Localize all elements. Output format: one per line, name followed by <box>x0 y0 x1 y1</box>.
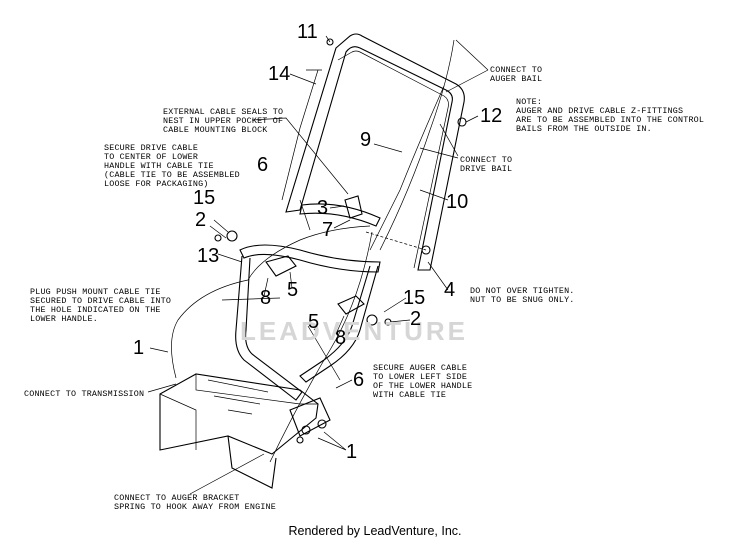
note-cable-seals: EXTERNAL CABLE SEALS TO NEST IN UPPER PO… <box>163 107 284 135</box>
callout-9: 9 <box>360 129 372 151</box>
callout-14: 14 <box>268 63 291 85</box>
note-zfittings: NOTE: AUGER AND DRIVE CABLE Z-FITTINGS A… <box>516 97 705 134</box>
note-secure-auger-cable: SECURE AUGER CABLE TO LOWER LEFT SIDE OF… <box>373 363 473 400</box>
callout-11: 11 <box>297 21 318 43</box>
callout-7: 7 <box>322 219 334 241</box>
auger-cable <box>269 231 373 463</box>
note-connect-transmission: CONNECT TO TRANSMISSION <box>24 389 145 399</box>
drive-cable <box>369 85 445 251</box>
callout-13: 13 <box>197 245 220 267</box>
callout-15-left: 15 <box>193 187 216 209</box>
callout-6-upper: 6 <box>257 154 269 176</box>
note-secure-drive-cable: SECURE DRIVE CABLE TO CENTER OF LOWER HA… <box>104 143 240 189</box>
upper-crossbar <box>299 203 381 227</box>
callout-6-lower: 6 <box>353 369 365 391</box>
note-drive-bail: CONNECT TO DRIVE BAIL <box>460 155 513 174</box>
callout-2-right: 2 <box>410 308 422 330</box>
callout-5-left: 5 <box>287 279 299 301</box>
callout-4: 4 <box>444 279 456 301</box>
lower-handle <box>239 244 381 273</box>
callout-2-left: 2 <box>195 209 207 231</box>
callout-8-right: 8 <box>335 327 347 349</box>
note-auger-bail: CONNECT TO AUGER BAIL <box>490 65 543 84</box>
upper-handle <box>285 33 465 271</box>
note-plug-push-mount: PLUG PUSH MOUNT CABLE TIE SECURED TO DRI… <box>30 287 172 324</box>
note-over-tighten: DO NOT OVER TIGHTEN. NUT TO BE SNUG ONLY… <box>470 286 575 305</box>
cable-block <box>344 195 363 219</box>
callout-1-left: 1 <box>133 337 145 359</box>
watermark: LEADVENTURE <box>240 316 469 346</box>
callout-5-right: 5 <box>308 311 320 333</box>
callout-8-left: 8 <box>260 287 272 309</box>
callout-3: 3 <box>317 197 329 219</box>
callout-15-right: 15 <box>403 287 426 309</box>
footer-credit: Rendered by LeadVenture, Inc. <box>288 524 462 538</box>
callout-10: 10 <box>446 191 469 213</box>
frame-housing <box>159 373 319 455</box>
callout-12: 12 <box>480 105 503 127</box>
callout-1-right: 1 <box>346 441 358 463</box>
note-auger-bracket: CONNECT TO AUGER BRACKET SPRING TO HOOK … <box>114 493 277 512</box>
